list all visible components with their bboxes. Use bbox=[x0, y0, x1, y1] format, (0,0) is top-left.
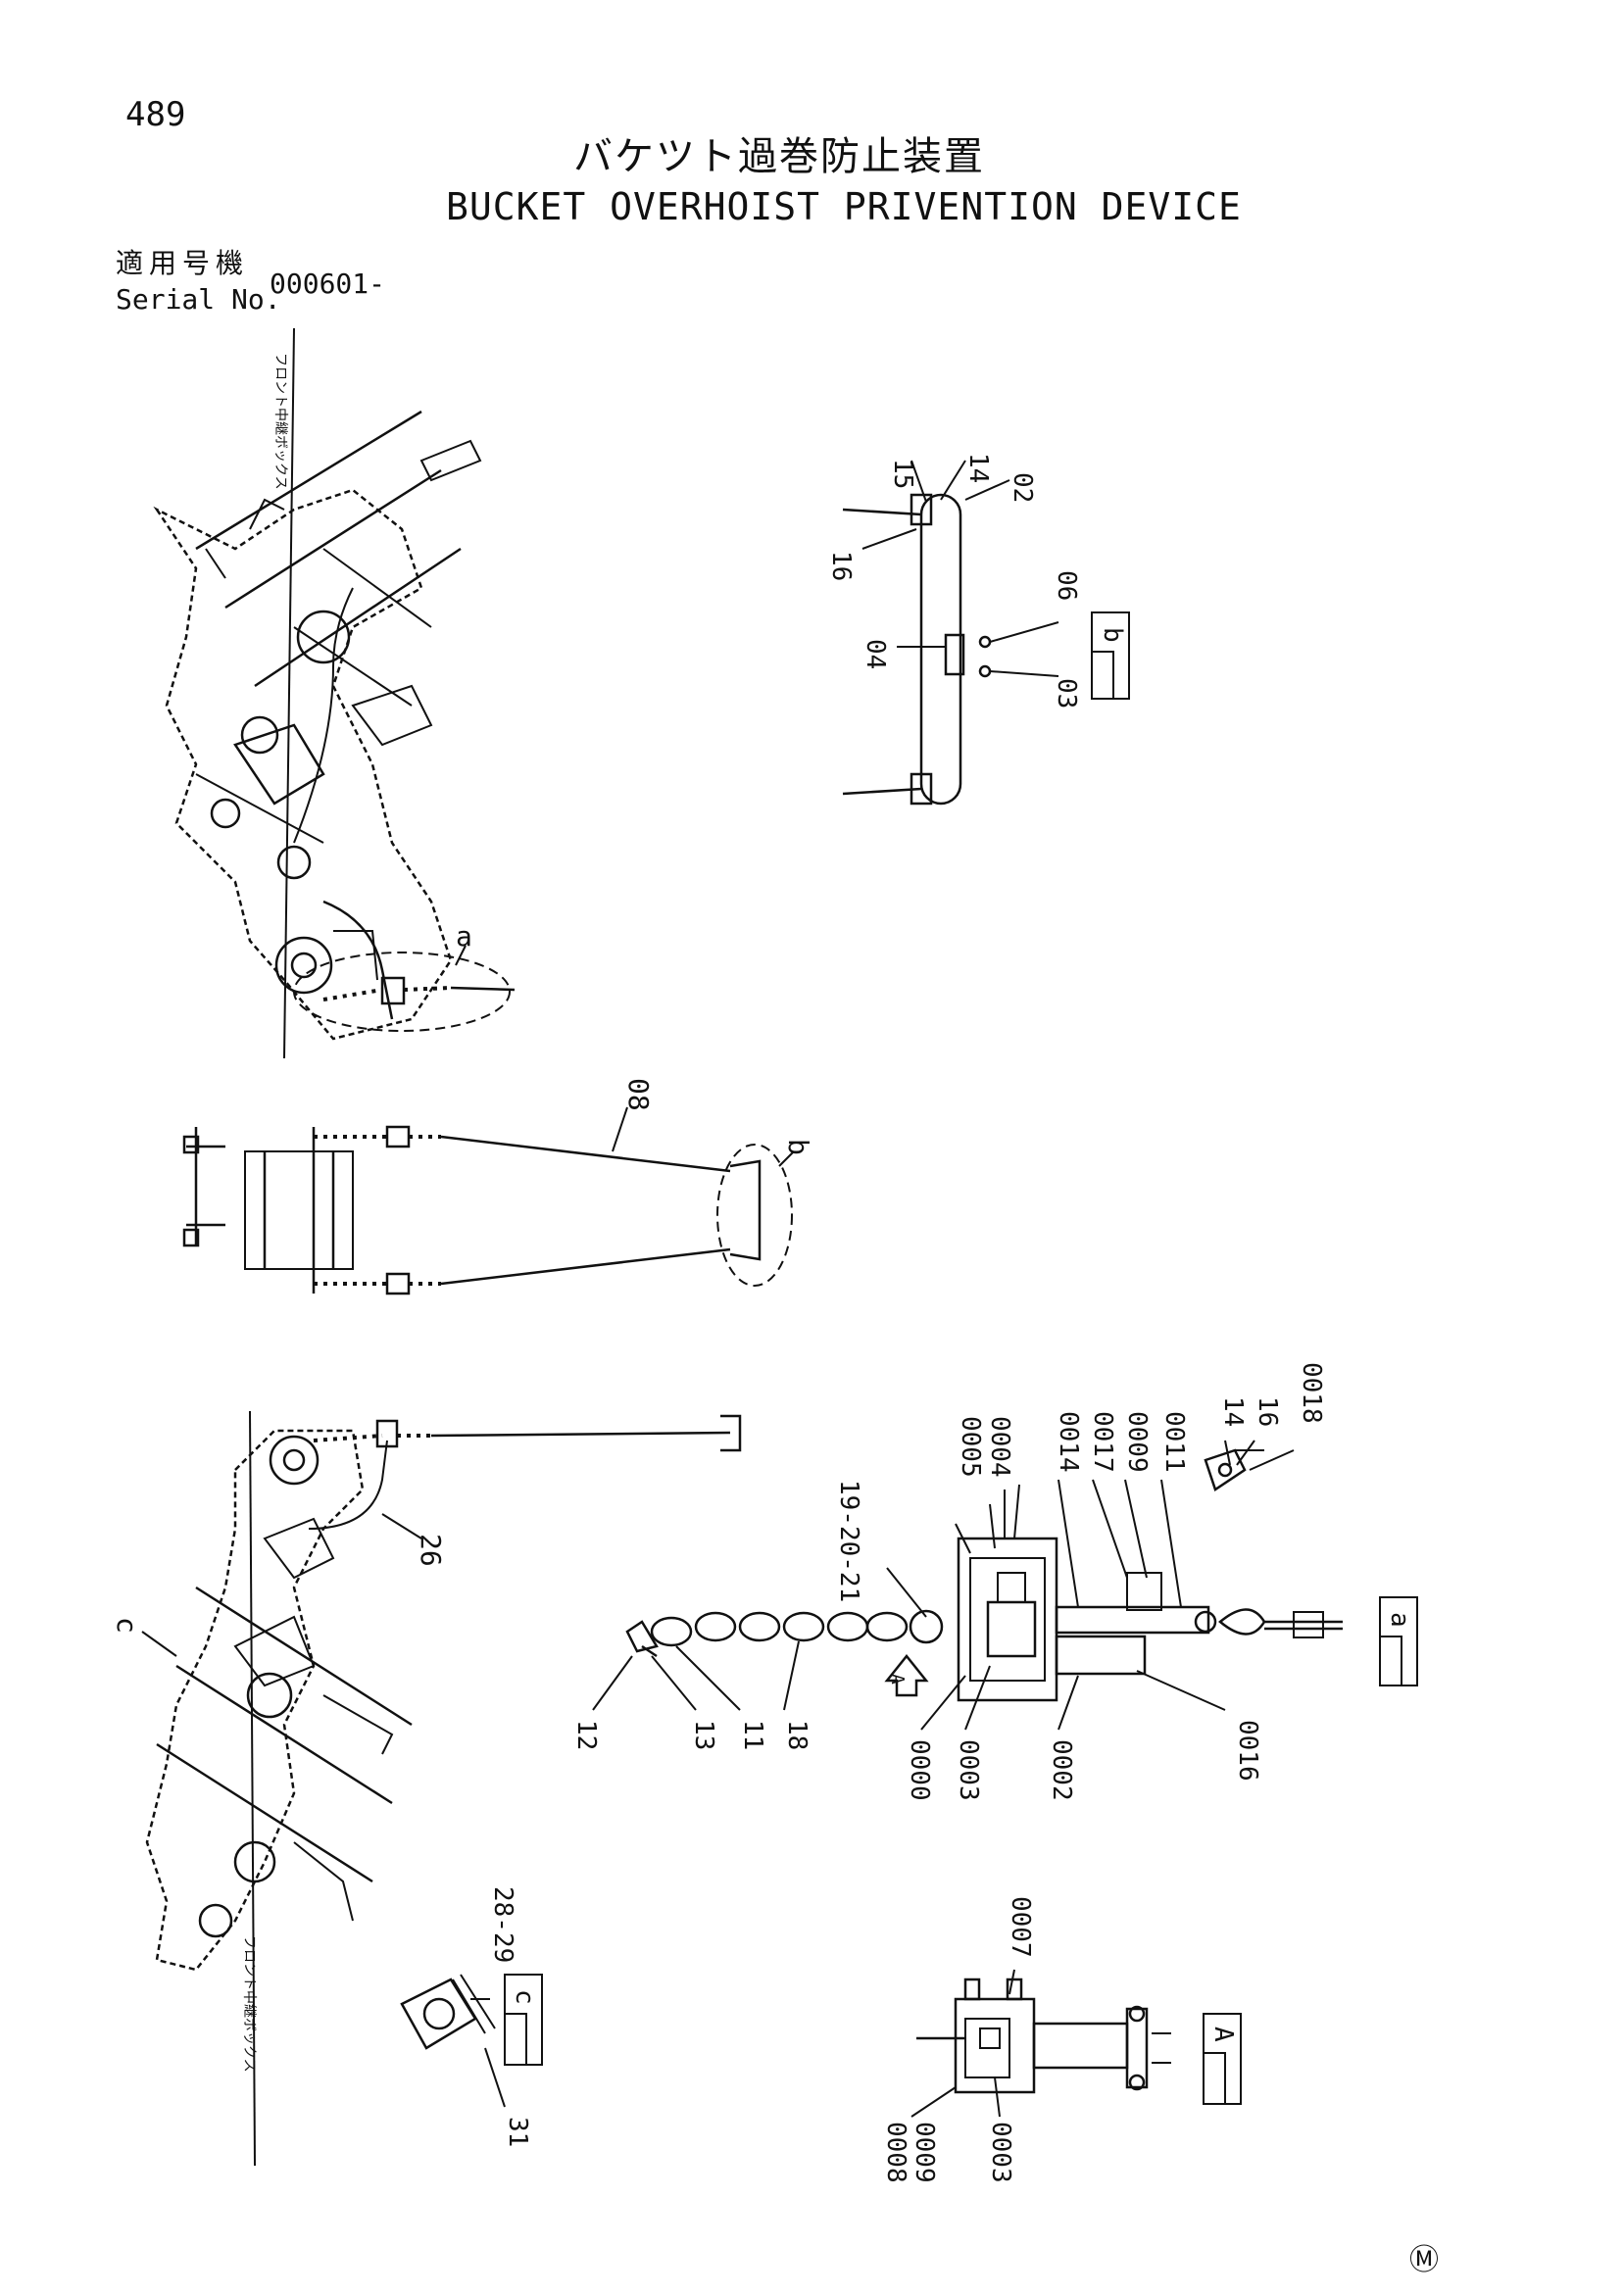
m-mark: Ⓜ bbox=[1409, 2243, 1439, 2277]
rope-26-label: 26 bbox=[415, 1534, 447, 1567]
part-0002-label: 0002 bbox=[1047, 1739, 1076, 1801]
part-0003-label: 0003 bbox=[954, 1739, 983, 1801]
part-02-label: 02 bbox=[1008, 472, 1037, 503]
part-28-29-label: 28-29 bbox=[488, 1886, 517, 1963]
view-b-circle-label: b bbox=[782, 1139, 814, 1155]
part-0017-label: 0017 bbox=[1088, 1411, 1117, 1473]
view-a-circle-label: a bbox=[456, 920, 472, 953]
page-number: 489 bbox=[125, 95, 186, 134]
detail-a-assembly: 19-20-21 0005 0004 0014 0017 0009 0011 1… bbox=[571, 1362, 1418, 1801]
part-0009-view-A-label: 0009 bbox=[910, 2122, 939, 2183]
part-15-label: 15 bbox=[888, 459, 917, 489]
part-14-label: 14 bbox=[963, 453, 993, 483]
part-0007-label: 0007 bbox=[1006, 1896, 1035, 1958]
part-11-label: 11 bbox=[738, 1720, 767, 1750]
part-0009-label: 0009 bbox=[1122, 1411, 1152, 1473]
part-03-label: 03 bbox=[1052, 678, 1081, 708]
part-0008-label: 0008 bbox=[881, 2122, 910, 2183]
part-19-20-21-label: 19-20-21 bbox=[834, 1480, 863, 1602]
part-16-label: 16 bbox=[826, 551, 856, 581]
boom-view-c: 26 c フロント中継ボックス bbox=[111, 1410, 742, 2167]
detail-b-assembly: 15 14 02 16 06 04 03 b bbox=[826, 453, 1130, 806]
part-13-label: 13 bbox=[689, 1720, 718, 1750]
part-12-label: 12 bbox=[571, 1720, 601, 1750]
view-c-pointer-label: c bbox=[111, 1617, 143, 1634]
part-0004-label: 0004 bbox=[985, 1416, 1014, 1478]
boom-view-b: 08 b bbox=[182, 1078, 814, 1295]
lower-relay-box-label: フロント中継ボックス bbox=[241, 1935, 257, 2073]
serial-value: 000601- bbox=[270, 268, 386, 300]
part-0014-label: 0014 bbox=[1054, 1411, 1083, 1473]
title-english: BUCKET OVERHOIST PRIVENTION DEVICE bbox=[446, 185, 1242, 228]
part-0011-label: 0011 bbox=[1159, 1411, 1189, 1473]
detail-b-tag: b bbox=[1098, 627, 1127, 643]
view-A-tag: A bbox=[1208, 2027, 1238, 2042]
part-04-label: 04 bbox=[861, 639, 890, 669]
serial-label-english: Serial No. bbox=[116, 283, 281, 316]
serial-label-japanese: 適用号機 bbox=[116, 247, 250, 279]
boom-view-a: a フロント中継ボックス bbox=[153, 327, 516, 1059]
detail-c-assembly: 28-29 31 c bbox=[400, 1886, 543, 2147]
part-0005-label: 0005 bbox=[956, 1416, 985, 1478]
part-31-label: 31 bbox=[503, 2117, 532, 2147]
title-japanese: バケツト過巻防止装置 bbox=[573, 134, 985, 179]
view-A-assembly: 0007 0008 0009 0003 A bbox=[881, 1896, 1242, 2183]
part-18-label: 18 bbox=[782, 1720, 812, 1750]
part-0016-label: 0016 bbox=[1233, 1720, 1262, 1782]
rope-08-label: 08 bbox=[622, 1078, 655, 1111]
part-0000-label: 0000 bbox=[905, 1739, 934, 1801]
view-a-arrow-letter: A bbox=[887, 1674, 908, 1685]
part-16-detail-a-label: 16 bbox=[1253, 1396, 1282, 1427]
detail-c-tag: c bbox=[510, 1989, 539, 2005]
part-0003-view-A-label: 0003 bbox=[986, 2122, 1015, 2183]
detail-a-tag: a bbox=[1385, 1612, 1414, 1628]
part-06-label: 06 bbox=[1052, 570, 1081, 601]
part-14-detail-a-label: 14 bbox=[1218, 1396, 1248, 1427]
part-0018-label: 0018 bbox=[1297, 1362, 1326, 1424]
upper-relay-box-label: フロント中継ボックス bbox=[272, 353, 288, 490]
